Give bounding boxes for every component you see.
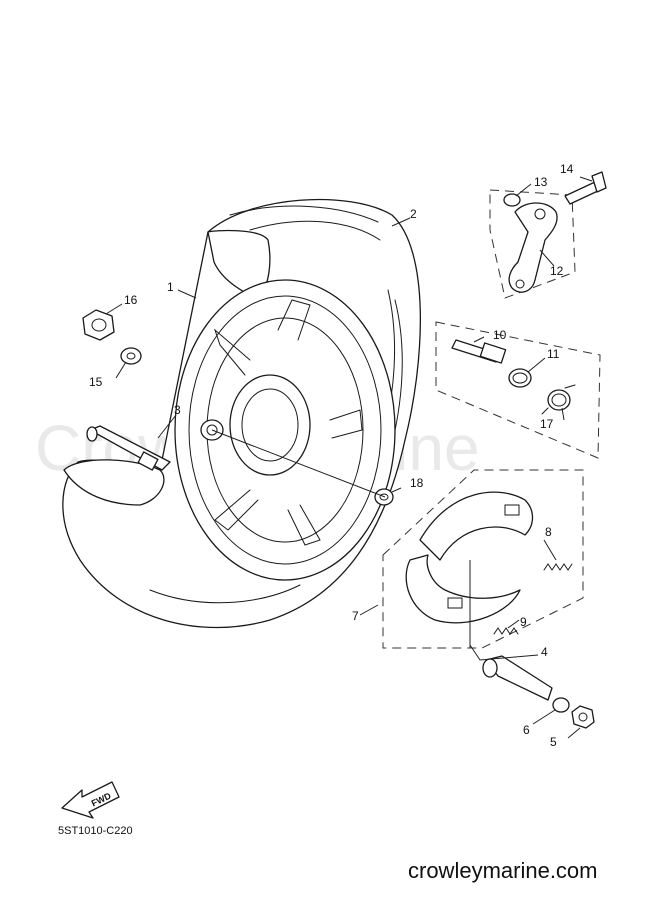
cam-part-10 <box>451 339 507 364</box>
callout-12: 12 <box>550 264 564 278</box>
brake-shoe-part-7 <box>405 491 534 624</box>
arm-group-boundary <box>489 189 576 299</box>
brake-shoe-boundary <box>382 469 584 649</box>
bolt-part-14 <box>564 171 607 205</box>
callout-15: 15 <box>89 375 103 389</box>
tire-cutaway-bottom <box>63 459 165 506</box>
cam-group-boundary <box>435 321 601 459</box>
washer-part-13 <box>503 193 521 207</box>
nut-part-5 <box>571 705 595 729</box>
callout-13: 13 <box>534 175 548 189</box>
callout-1: 1 <box>167 280 174 294</box>
washer-part-15 <box>120 347 142 365</box>
tire-cutaway-top <box>207 229 271 301</box>
site-url[interactable]: crowleymarine.com <box>408 858 598 883</box>
oring-part-6 <box>552 697 570 713</box>
spring-part-9 <box>493 627 519 635</box>
spring-part-8 <box>543 563 573 571</box>
valve-part-3 <box>86 425 171 471</box>
callout-5: 5 <box>550 735 557 749</box>
callout-7: 7 <box>352 609 359 623</box>
spring-part-17 <box>541 384 576 415</box>
callout-14: 14 <box>560 162 574 176</box>
callout-6: 6 <box>523 723 530 737</box>
callout-10: 10 <box>493 328 507 342</box>
callout-8: 8 <box>545 525 552 539</box>
callout-9: 9 <box>520 615 527 629</box>
arm-part-12 <box>508 202 558 293</box>
wheel-assembly <box>62 198 421 629</box>
callout-11: 11 <box>547 347 560 361</box>
nut-part-16 <box>82 309 115 341</box>
fwd-arrow-icon: FWD <box>61 781 120 819</box>
camshaft-part-4 <box>482 655 553 701</box>
callout-17: 17 <box>540 417 554 431</box>
callout-4: 4 <box>541 645 548 659</box>
diagram-code: 5ST1010-C220 <box>58 825 133 837</box>
callout-18: 18 <box>410 476 424 490</box>
ring-part-11 <box>508 368 532 388</box>
callout-3: 3 <box>174 403 181 417</box>
callout-2: 2 <box>410 207 417 221</box>
callout-16: 16 <box>124 293 138 307</box>
